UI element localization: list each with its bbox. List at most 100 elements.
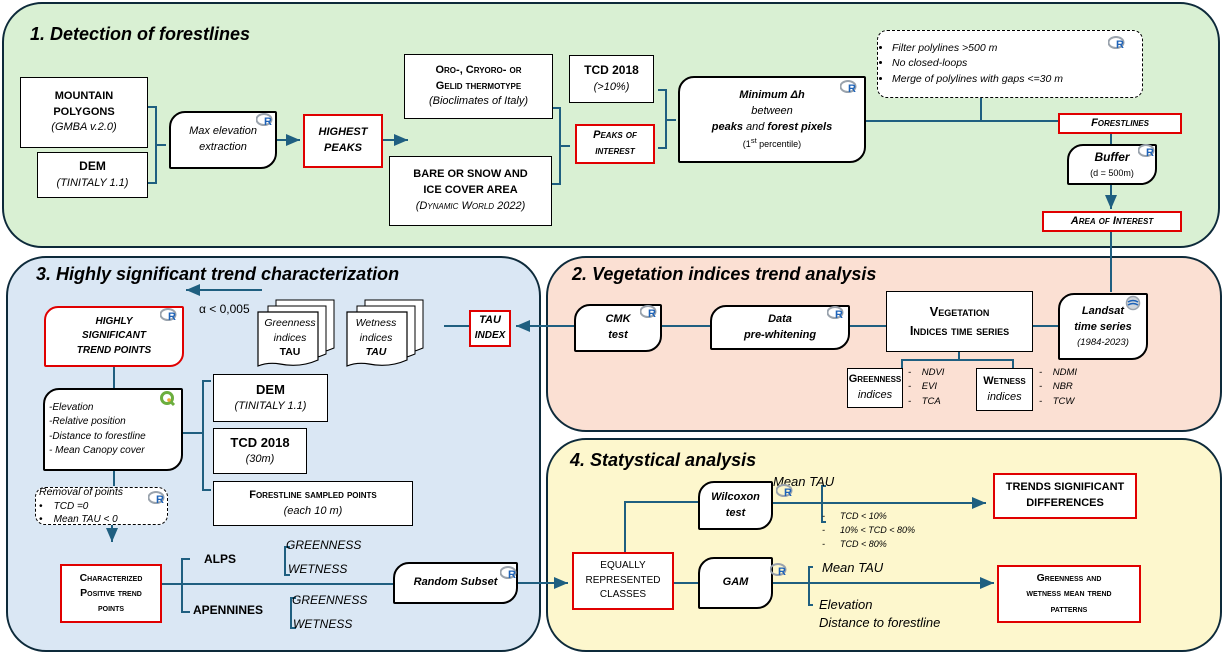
r-logo-icon: R (148, 491, 165, 505)
index-tca: TCA (921, 395, 941, 407)
svg-text:R: R (1116, 39, 1124, 50)
highest-peaks-box: HIGHEST PEAKS (303, 114, 383, 168)
filter-rule: Filter polylines >500 m (892, 41, 1063, 56)
alps-label: ALPS (204, 552, 237, 566)
svg-text:R: R (168, 311, 176, 322)
max-elevation-label-2: extraction (199, 141, 247, 153)
greenness-tau-document-icon (257, 299, 335, 367)
tcd-2018-30m-box: TCD 2018 (30m) (213, 428, 307, 474)
peaks-of-interest-box: Peaks of interest (575, 124, 655, 164)
wetness-index-list: - NDMI - NBR - TCW (1039, 367, 1078, 407)
index-evi: EVI (921, 381, 938, 393)
highly-label: HIGHLY (95, 315, 133, 327)
apennines-wetness: WETNESS (293, 617, 353, 631)
vegetation-label: Vegetation (929, 303, 990, 319)
apennines-label: APENNINES (193, 603, 264, 617)
bare-snow-ice-box: BARE OR SNOW AND ICE COVER AREA (Dynamic… (389, 156, 552, 226)
prewhitening-label-2: pre-whitening (743, 328, 817, 341)
r-logo-icon: R (1108, 36, 1125, 50)
peaks-of-interest-label-2: interest (595, 145, 635, 157)
minimum-dh-between: between (751, 105, 793, 117)
highest-peaks-label-2: PEAKS (324, 142, 362, 154)
percentile-sup: st (750, 135, 757, 145)
gam-predictor: Distance to forestline (819, 614, 941, 630)
landsat-years: (1984-2023) (1077, 336, 1129, 348)
index-tcw: TCW (1052, 395, 1075, 407)
wetness-tau-l1: Wetness (355, 317, 397, 329)
tcd-threshold: (>10%) (593, 80, 630, 93)
patterns-label-2: wetness mean trend (1026, 587, 1112, 600)
cmk-test-box: CMK test (574, 304, 662, 352)
gam-label: GAM (722, 576, 749, 589)
equally-label-3: CLASSES (599, 589, 647, 601)
svg-text:R: R (784, 487, 792, 498)
wetness-tau-l3: TAU (365, 346, 387, 359)
tcd-class: 10% < TCD < 80% (840, 524, 916, 535)
buffer-distance: (d = 500m) (1090, 167, 1134, 178)
greenness-sub: indices (857, 389, 893, 401)
alps-wetness: WETNESS (288, 562, 348, 576)
minimum-dh-label: Minimum Δh (739, 89, 805, 102)
thermotype-box: Oro-, Cryoro- or Gelid thermotype (Biocl… (404, 54, 553, 119)
greenness-tau-l1: Greenness (264, 317, 316, 329)
wilcoxon-label-2: test (725, 506, 746, 519)
highly-label-3: TREND POINTS (76, 344, 152, 356)
cmk-label-2: test (608, 329, 628, 341)
characterized-label: Characterized (79, 571, 143, 584)
bare-snow-label: BARE OR SNOW AND (413, 168, 528, 181)
equally-label: EQUALLY (600, 560, 646, 572)
r-logo-icon: R (840, 80, 857, 94)
dem-label: DEM (79, 159, 106, 174)
wetness-sub: indices (987, 390, 1022, 403)
index-ndmi: NDMI (1052, 367, 1078, 378)
thermotype-label: Oro-, Cryoro- or (435, 63, 522, 76)
tcd-2018-box: TCD 2018 (>10%) (569, 55, 654, 103)
index-nbr: NBR (1052, 381, 1073, 393)
greenness-indices-box: Greenness indices (847, 368, 903, 408)
alps-greenness: GREENNESS (286, 538, 362, 552)
trends-label-2: DIFFERENCES (1026, 497, 1104, 509)
apennines-greenness: GREENNESS (292, 593, 368, 607)
wetness-label: Wetness (983, 374, 1026, 387)
greenness-index-list: - NDVI - EVI - TCA (908, 367, 945, 407)
peaks-word: peaks (711, 120, 743, 133)
gam-mean-tau: Mean TAU (822, 560, 884, 575)
removal-rule: TCD =0 (53, 500, 89, 512)
percentile-label-2: percentile) (756, 138, 802, 149)
index-label: INDEX (474, 330, 506, 342)
dem-source: (TINITALY 1.1) (56, 176, 129, 189)
svg-text:R: R (648, 308, 656, 319)
buffer-box: Buffer (d = 500m) (1067, 144, 1157, 185)
sampled-points-label: Forestline sampled points (249, 488, 377, 501)
forest-pixels-word: forest pixels (767, 120, 833, 133)
prewhitening-label: Data (768, 312, 792, 325)
random-subset-box: Random Subset (393, 562, 518, 604)
tcd-class: TCD < 80% (840, 538, 887, 549)
characterized-positive-trend-points-box: Characterized Positive trend points (60, 564, 162, 623)
wetness-tau-document-icon (346, 299, 424, 367)
r-logo-icon: R (160, 308, 177, 322)
r-logo-icon: R (827, 306, 844, 320)
sampled-points-interval: (each 10 m) (283, 504, 343, 517)
characterized-label-2: Positive trend (80, 586, 142, 599)
greenness-tau-l2: indices (273, 331, 307, 344)
highly-significant-trend-points-box: HIGHLY SIGNIFICANT TREND POINTS (44, 306, 184, 367)
mountain-polygons-label-2: POLYGONS (53, 105, 115, 118)
minimum-dh-box: Minimum Δh between peaks and forest pixe… (678, 76, 866, 163)
attribute-item: -Elevation (49, 401, 94, 413)
point-attributes-box: -Elevation -Relative position -Distance … (43, 388, 183, 471)
dem-box: DEM (TINITALY 1.1) (37, 152, 148, 198)
svg-text:R: R (156, 494, 164, 505)
peaks-of-interest-label: Peaks of (593, 129, 637, 142)
max-elevation-extraction-box: Max elevation extraction (169, 111, 277, 169)
vegetation-indices-time-series-box: Vegetation Indices time series (886, 291, 1033, 352)
attribute-item: -Relative position (49, 416, 126, 427)
qgis-icon (160, 391, 176, 407)
trends-significant-differences-box: TRENDS SIGNIFICANT DIFFERENCES (993, 473, 1137, 519)
panel-2-title: 2. Vegetation indices trend analysis (572, 264, 877, 284)
tcd-class-list: - TCD < 10% - 10% < TCD < 80% - TCD < 80… (822, 511, 916, 549)
greenness-tau-label: Greenness indices TAU (259, 316, 321, 360)
tau-index-box: TAU INDEX (469, 310, 511, 347)
tcd-class: TCD < 10% (840, 511, 887, 521)
svg-text:R: R (1146, 147, 1154, 158)
